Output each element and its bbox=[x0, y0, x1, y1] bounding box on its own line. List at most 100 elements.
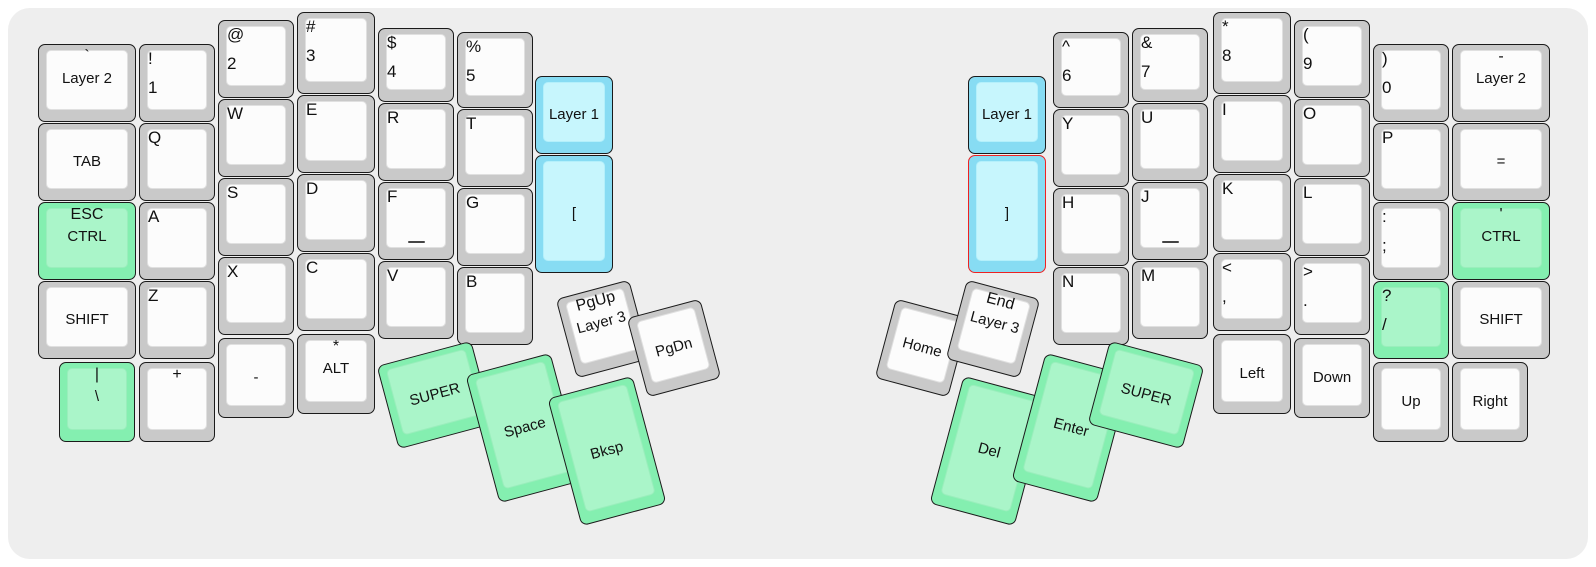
key-legend-center: Layer 1 bbox=[981, 106, 1033, 124]
keycap-surface bbox=[147, 287, 207, 347]
key-l-r5-c3[interactable]: - bbox=[218, 338, 294, 418]
key-r-r4-c1[interactable]: N bbox=[1053, 267, 1129, 345]
key-r-r2-c2[interactable]: U bbox=[1132, 103, 1208, 181]
key-legend-top: O bbox=[1303, 104, 1317, 123]
key-r-r1-c4[interactable]: (9 bbox=[1294, 20, 1370, 98]
keycap-surface bbox=[1381, 208, 1441, 268]
key-l-r5-c2[interactable]: + bbox=[139, 362, 215, 442]
key-legends: V bbox=[379, 262, 453, 338]
key-l-r1-c1[interactable]: `Layer 2 bbox=[38, 44, 136, 122]
key-legend-center: [ bbox=[571, 205, 577, 223]
key-r-r5-c5[interactable]: Up bbox=[1373, 362, 1449, 442]
key-legends: B bbox=[458, 268, 532, 344]
keycap-surface bbox=[305, 180, 367, 240]
key-r-r3-c4[interactable]: L bbox=[1294, 178, 1370, 256]
key-legends: *8 bbox=[1214, 13, 1290, 93]
key-legend-bottom: CTRL bbox=[67, 228, 107, 245]
key-r-r1-c0[interactable]: Layer 1 bbox=[968, 76, 1046, 154]
key-r-r4-c6[interactable]: SHIFT bbox=[1452, 281, 1550, 359]
key-l-r3-c1[interactable]: ESC CTRL bbox=[38, 202, 136, 280]
key-r-r4-c2[interactable]: M bbox=[1132, 261, 1208, 339]
key-l-r3-c5[interactable]: F bbox=[378, 182, 454, 260]
key-l-r3-c6[interactable]: G bbox=[457, 188, 533, 266]
key-r-r2-c1[interactable]: Y bbox=[1053, 109, 1129, 187]
key-r-r3-c2[interactable]: J bbox=[1132, 182, 1208, 260]
key-r-r5-c6[interactable]: Right bbox=[1452, 362, 1528, 442]
key-l-r4-c5[interactable]: V bbox=[378, 261, 454, 339]
key-l-r1-c6[interactable]: %5 bbox=[457, 32, 533, 108]
key-legends: Q bbox=[140, 124, 214, 200]
key-l-r4-c4[interactable]: C bbox=[297, 253, 375, 331]
key-r-r5-c4[interactable]: Down bbox=[1294, 338, 1370, 418]
key-legend-bottom: 6 bbox=[1062, 66, 1072, 85]
key-l-r1-c2[interactable]: !1 bbox=[139, 44, 215, 122]
key-l-t-bksp[interactable]: Bksp bbox=[547, 375, 667, 527]
key-legend-top: M bbox=[1141, 266, 1156, 285]
key-l-r3-c3[interactable]: S bbox=[218, 178, 294, 256]
key-legends: $4 bbox=[379, 29, 453, 101]
key-r-r4-c5[interactable]: ?/ bbox=[1373, 281, 1449, 359]
key-legends: D bbox=[298, 175, 374, 251]
key-r-r3-c5[interactable]: :; bbox=[1373, 202, 1449, 280]
key-r-r1-c2[interactable]: &7 bbox=[1132, 28, 1208, 102]
key-legends: `Layer 2 bbox=[39, 45, 135, 121]
key-r-r4-c4[interactable]: >. bbox=[1294, 257, 1370, 335]
key-l-r5-c4[interactable]: *ALT bbox=[297, 334, 375, 414]
key-l-r2-c3[interactable]: W bbox=[218, 99, 294, 177]
key-l-r4-c6[interactable]: B bbox=[457, 267, 533, 345]
key-l-r2-c7[interactable]: [ bbox=[535, 155, 613, 273]
key-l-r1-c5[interactable]: $4 bbox=[378, 28, 454, 102]
key-r-r4-c3[interactable]: <, bbox=[1213, 253, 1291, 331]
keycap-surface bbox=[1140, 188, 1200, 248]
key-legend-bottom: Layer 2 bbox=[1475, 70, 1527, 87]
key-legends: Right bbox=[1453, 363, 1527, 441]
key-legend-bottom: 3 bbox=[306, 46, 316, 65]
key-r-r1-c6[interactable]: -Layer 2 bbox=[1452, 44, 1550, 122]
key-r-r2-c6[interactable]: = bbox=[1452, 123, 1550, 201]
key-r-r3-c6[interactable]: 'CTRL bbox=[1452, 202, 1550, 280]
key-l-r1-c4[interactable]: #3 bbox=[297, 12, 375, 94]
key-legends: Down bbox=[1295, 339, 1369, 417]
key-r-r5-c3[interactable]: Left bbox=[1213, 334, 1291, 414]
key-l-r2-c2[interactable]: Q bbox=[139, 123, 215, 201]
key-l-r4-c2[interactable]: Z bbox=[139, 281, 215, 359]
key-legend-top: K bbox=[1222, 179, 1234, 198]
key-r-r1-c5[interactable]: )0 bbox=[1373, 44, 1449, 122]
key-l-r1-c3[interactable]: @2 bbox=[218, 20, 294, 98]
key-legend-top: ESC bbox=[70, 206, 104, 223]
key-legend-center: Bksp bbox=[588, 438, 626, 464]
key-l-r2-c6[interactable]: T bbox=[457, 109, 533, 187]
keycap-surface bbox=[226, 184, 286, 244]
key-r-r2-c5[interactable]: P bbox=[1373, 123, 1449, 201]
keycap-surface bbox=[465, 273, 525, 333]
key-l-r3-c4[interactable]: D bbox=[297, 174, 375, 252]
key-legend-top: A bbox=[148, 207, 160, 226]
key-r-r1-c3[interactable]: *8 bbox=[1213, 12, 1291, 94]
key-l-r2-c4[interactable]: E bbox=[297, 95, 375, 173]
keycap-surface bbox=[465, 115, 525, 175]
key-l-r2-c1[interactable]: TAB bbox=[38, 123, 136, 201]
key-legends: N bbox=[1054, 268, 1128, 344]
key-l-r1-c7[interactable]: Layer 1 bbox=[535, 76, 613, 154]
key-legends: Layer 1 bbox=[536, 77, 612, 153]
key-l-r5-c1[interactable]: |\ bbox=[59, 362, 135, 442]
key-r-r2-c3[interactable]: I bbox=[1213, 95, 1291, 173]
homing-bar-indicator bbox=[408, 240, 425, 243]
key-l-r3-c2[interactable]: A bbox=[139, 202, 215, 280]
key-l-r4-c1[interactable]: SHIFT bbox=[38, 281, 136, 359]
keycap-surface bbox=[1302, 263, 1362, 323]
key-r-r2-c4[interactable]: O bbox=[1294, 99, 1370, 177]
key-r-r2-c0-selected[interactable]: ] bbox=[968, 155, 1046, 273]
key-r-r3-c1[interactable]: H bbox=[1053, 188, 1129, 266]
key-l-r4-c3[interactable]: X bbox=[218, 257, 294, 335]
key-legends: )0 bbox=[1374, 45, 1448, 121]
key-r-r3-c3[interactable]: K bbox=[1213, 174, 1291, 252]
key-l-t-pgdn[interactable]: PgDn bbox=[626, 298, 722, 398]
key-l-r2-c5[interactable]: R bbox=[378, 103, 454, 181]
keycap-surface bbox=[46, 50, 128, 110]
key-r-r1-c1[interactable]: ^6 bbox=[1053, 32, 1129, 108]
key-legend-bottom: Layer 2 bbox=[61, 70, 113, 87]
keycap-surface bbox=[305, 18, 367, 82]
